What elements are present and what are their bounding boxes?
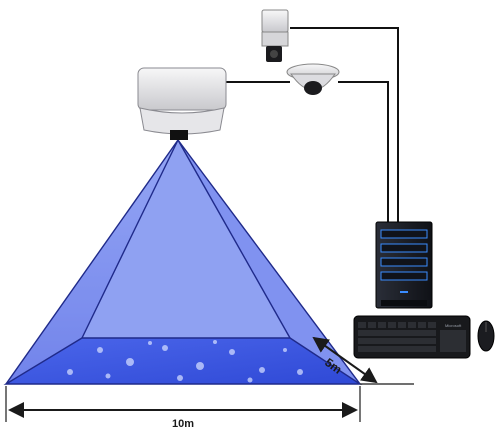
coverage-beam: [5, 139, 361, 385]
cable-box-camera-to-server: [290, 27, 399, 228]
floor-sparkle-pattern: [67, 340, 303, 383]
cable-lines: [226, 27, 399, 228]
keyboard-icon: Microsoft: [353, 315, 471, 359]
width-dimension-label: 10m: [172, 418, 194, 430]
server-tower-icon: [375, 221, 433, 309]
beam-front-face: [6, 140, 360, 384]
cable-dome-camera-to-server: [338, 81, 389, 228]
dome-camera-icon: [286, 63, 340, 95]
keyboard-keys: [358, 322, 466, 352]
width-dimension: 10m: [5, 383, 414, 430]
mouse-icon: [477, 320, 495, 352]
box-camera-icon: [261, 9, 289, 62]
keyboard-brand-label: Microsoft: [445, 323, 462, 328]
beam-back-face: [82, 140, 290, 338]
ceiling-projector-camera-icon: [137, 67, 227, 140]
